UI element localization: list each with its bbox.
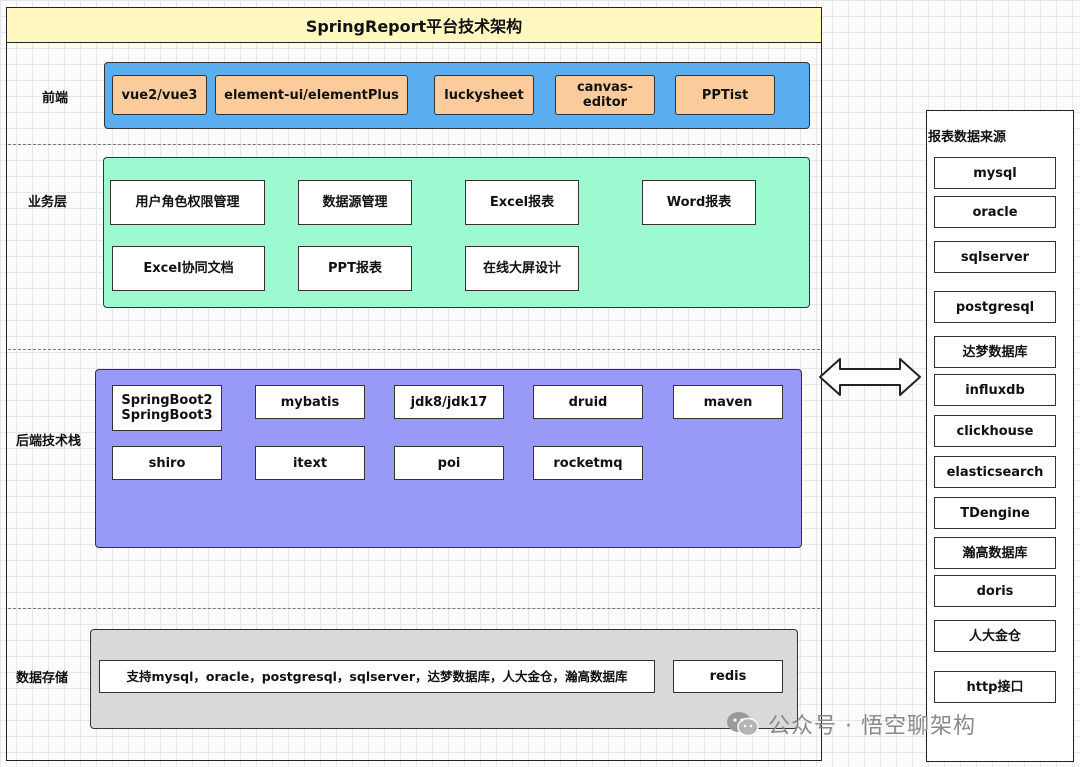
datasource-item: TDengine — [934, 497, 1056, 529]
layer-separator — [8, 349, 820, 350]
datasource-item: oracle — [934, 196, 1056, 228]
datasource-item: http接口 — [934, 671, 1056, 703]
watermark: 公众号 · 悟空聊架构 — [726, 706, 976, 742]
backend-item: SpringBoot2 SpringBoot3 — [112, 385, 222, 431]
datasource-item: postgresql — [934, 291, 1056, 323]
backend-item: druid — [533, 385, 643, 419]
storage-item: 支持mysql，oracle，postgresql，sqlserver，达梦数据… — [99, 660, 655, 693]
business-item: PPT报表 — [298, 246, 412, 291]
datasource-item: influxdb — [934, 374, 1056, 406]
datasource-item: 人大金仓 — [934, 620, 1056, 652]
backend-item: rocketmq — [533, 446, 643, 480]
backend-item: mybatis — [255, 385, 365, 419]
datasource-item: mysql — [934, 157, 1056, 189]
layer-separator — [8, 608, 820, 609]
datasource-item: doris — [934, 575, 1056, 607]
datasource-item: 达梦数据库 — [934, 336, 1056, 368]
datasource-title: 报表数据来源 — [928, 130, 1007, 145]
backend-item: shiro — [112, 446, 222, 480]
diagram-title: SpringReport平台技术架构 — [6, 7, 822, 43]
layer-label-storage: 数据存储 — [16, 670, 69, 686]
frontend-item: vue2/vue3 — [112, 75, 207, 115]
business-item: 用户角色权限管理 — [110, 180, 265, 225]
backend-item: jdk8/jdk17 — [394, 385, 504, 419]
business-item: Excel报表 — [465, 180, 579, 225]
layer-separator — [8, 144, 820, 145]
datasource-item: clickhouse — [934, 415, 1056, 447]
business-item: 数据源管理 — [298, 180, 412, 225]
layer-label-backend: 后端技术栈 — [16, 433, 82, 449]
layer-label-frontend: 前端 — [42, 90, 69, 106]
frontend-item-label: canvas-editor — [576, 80, 634, 110]
frontend-item: element-ui/elementPlus — [215, 75, 408, 115]
backend-item: poi — [394, 446, 504, 480]
layer-label-business: 业务层 — [28, 194, 68, 210]
backend-item: itext — [255, 446, 365, 480]
datasource-item: 瀚高数据库 — [934, 537, 1056, 569]
watermark-text: 公众号 · 悟空聊架构 — [768, 714, 976, 739]
double-arrow-icon — [819, 358, 921, 396]
storage-item: redis — [673, 660, 783, 693]
datasource-item: elasticsearch — [934, 456, 1056, 488]
backend-item: maven — [673, 385, 783, 419]
datasource-item: sqlserver — [934, 241, 1056, 273]
frontend-item: PPTist — [675, 75, 775, 115]
wechat-icon — [727, 712, 759, 737]
frontend-item: luckysheet — [434, 75, 534, 115]
frontend-item: canvas-editor — [555, 75, 655, 115]
business-item: Word报表 — [642, 180, 756, 225]
business-item: 在线大屏设计 — [465, 246, 579, 291]
business-item: Excel协同文档 — [112, 246, 265, 291]
